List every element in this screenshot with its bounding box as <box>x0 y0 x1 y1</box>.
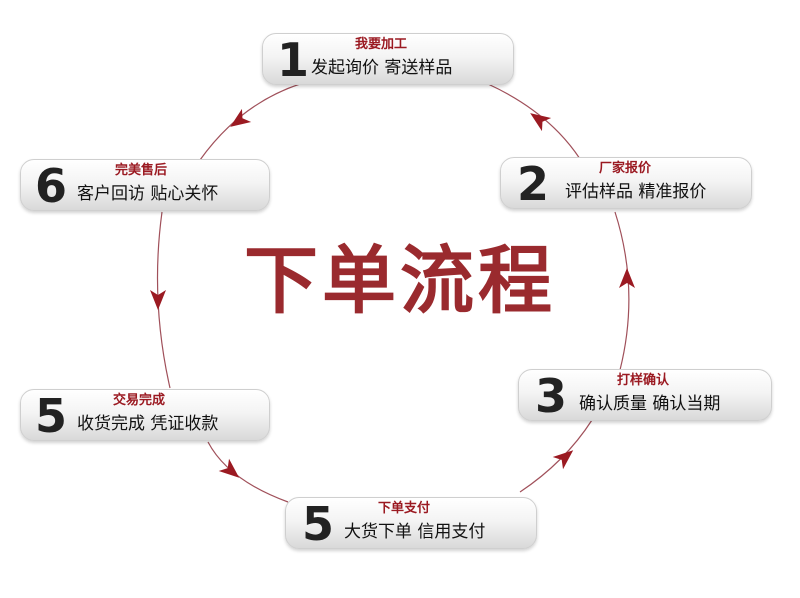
diagram-title: 下单流程 <box>244 238 556 324</box>
ring-arc-6-to-1 <box>199 83 301 161</box>
ring-arc-4-to-5 <box>207 441 289 503</box>
step-title: 交易完成 <box>113 393 166 408</box>
step-subtitle: 确认质量 确认当期 <box>579 394 721 414</box>
step-number: 2 <box>517 157 550 211</box>
arrow-icon-to-step-6 <box>230 108 252 127</box>
step-subtitle: 发起询价 寄送样品 <box>311 58 453 78</box>
step-title: 下单支付 <box>378 501 431 516</box>
step-subtitle: 评估样品 精准报价 <box>565 182 707 202</box>
step-title: 完美售后 <box>115 163 168 178</box>
step-card-2: 2 厂家报价 评估样品 精准报价 <box>500 157 752 209</box>
arrow-icon-to-step-5 <box>150 290 166 310</box>
arrow-icon-to-step-3 <box>552 450 574 470</box>
step-subtitle: 客户回访 贴心关怀 <box>77 184 219 204</box>
step-number: 3 <box>535 369 568 423</box>
step-number: 5 <box>302 497 335 551</box>
step-title: 我要加工 <box>355 37 408 52</box>
step-card-1: 1 我要加工 发起询价 寄送样品 <box>262 33 514 85</box>
step-title: 打样确认 <box>617 373 670 388</box>
step-card-4: 5 下单支付 大货下单 信用支付 <box>285 497 537 549</box>
step-number: 1 <box>277 33 310 87</box>
step-number: 5 <box>35 389 68 443</box>
step-title: 厂家报价 <box>599 161 652 176</box>
step-card-5: 5 交易完成 收货完成 凭证收款 <box>20 389 270 441</box>
step-subtitle: 收货完成 凭证收款 <box>77 414 219 434</box>
arrow-icon-to-step-4 <box>218 458 240 478</box>
step-subtitle: 大货下单 信用支付 <box>344 522 486 542</box>
arrow-icon-to-step-2 <box>619 268 635 288</box>
ring-arc-2-to-3 <box>614 211 630 371</box>
arrow-icon-to-step-1 <box>530 113 552 132</box>
step-card-3: 3 打样确认 确认质量 确认当期 <box>518 369 772 421</box>
step-card-6: 6 完美售后 客户回访 贴心关怀 <box>20 159 270 211</box>
step-number: 6 <box>35 159 68 213</box>
